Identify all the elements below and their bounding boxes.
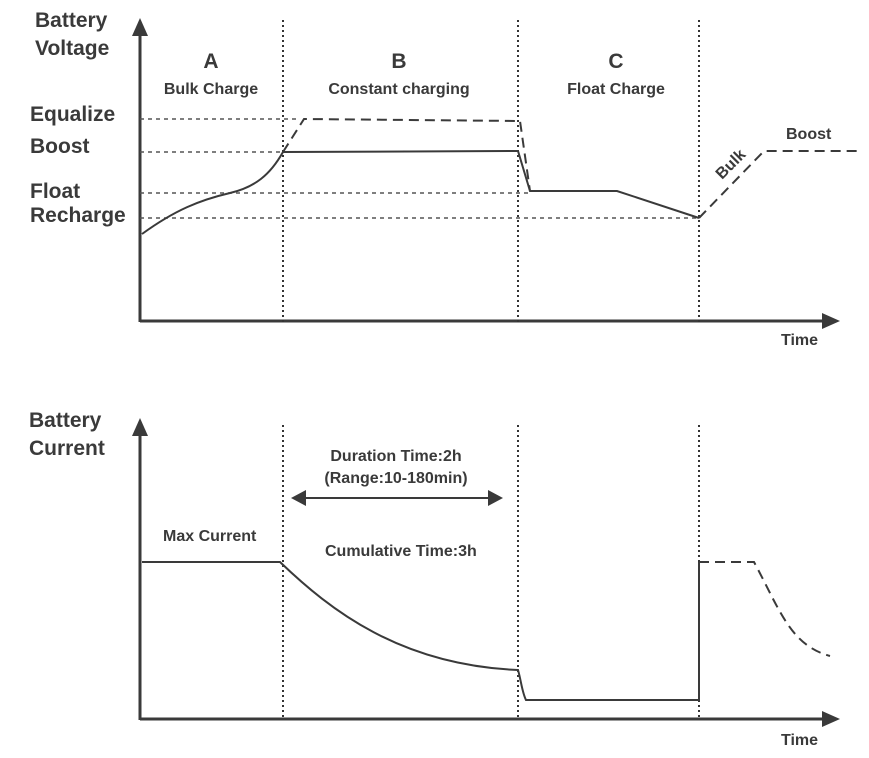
current-chart: Battery Current Time Max Current Duratio… — [29, 409, 840, 749]
phase-b-name: Constant charging — [328, 81, 469, 98]
duration-range-label: (Range:10-180min) — [324, 470, 467, 487]
equalize-label: Equalize — [30, 103, 115, 126]
voltage-curve — [141, 149, 700, 235]
max-current-label: Max Current — [163, 528, 257, 545]
duration-label: Duration Time:2h — [330, 448, 461, 465]
current-y-label-line2: Current — [29, 437, 105, 460]
voltage-x-axis-arrow — [822, 313, 840, 329]
phase-a-name: Bulk Charge — [164, 81, 258, 98]
restart-current-curve — [699, 561, 831, 657]
bulk-curve-label: Bulk — [713, 146, 750, 183]
current-y-label-line1: Battery — [29, 409, 102, 432]
voltage-y-label-line2: Voltage — [35, 37, 109, 60]
phase-a-letter: A — [203, 50, 218, 73]
voltage-y-axis-arrow — [132, 18, 148, 36]
equalize-curve — [282, 117, 531, 192]
float-label: Float — [30, 180, 80, 203]
current-x-label: Time — [781, 732, 818, 749]
boost-curve-label: Boost — [786, 126, 832, 143]
duration-arrow-right — [488, 490, 503, 506]
current-x-axis-arrow — [822, 711, 840, 727]
voltage-x-label: Time — [781, 332, 818, 349]
phase-c-name: Float Charge — [567, 81, 665, 98]
boost-label: Boost — [30, 135, 90, 158]
duration-arrow-left — [291, 490, 306, 506]
recharge-label: Recharge — [30, 204, 126, 227]
voltage-y-label-line1: Battery — [35, 9, 108, 32]
current-curve — [142, 561, 700, 701]
phase-b-letter: B — [391, 50, 406, 73]
cumulative-time-label: Cumulative Time:3h — [325, 543, 477, 560]
voltage-chart: Battery Voltage Time Equalize Boost Floa… — [30, 9, 858, 349]
phase-c-letter: C — [608, 50, 623, 73]
current-y-axis-arrow — [132, 418, 148, 436]
